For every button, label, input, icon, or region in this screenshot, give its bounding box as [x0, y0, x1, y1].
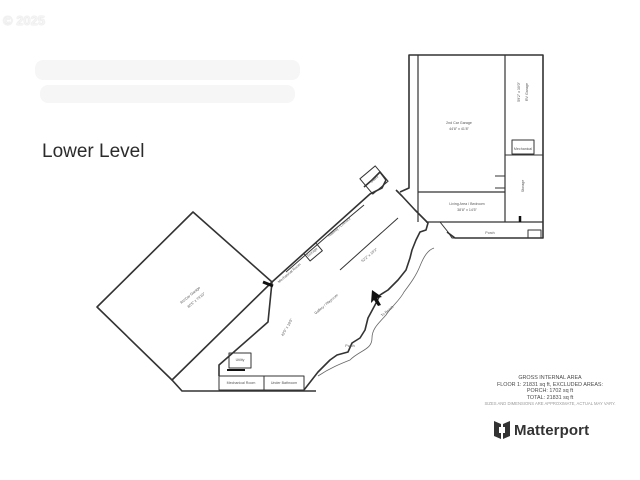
door-mark: [262, 280, 274, 288]
label-mechanical-low: Mechanical Room: [227, 381, 256, 385]
label-storage-mid: Storage: [306, 247, 318, 258]
area-disclaimer: SIZES AND DIMENSIONS ARE APPROXIMATE, AC…: [484, 401, 616, 407]
label-living-room: Living Area / Bedroom: [449, 202, 484, 206]
brand-name: Matterport: [514, 421, 590, 439]
label-utility: Utility: [236, 358, 245, 362]
label-garage-side: RV Garage: [525, 83, 529, 101]
label-gallery-length: 42'5" x 18'5": [280, 317, 294, 337]
gallery-centre-line: [339, 217, 399, 271]
copyright-watermark: © 2025: [3, 13, 46, 28]
matterport-logo-icon: [494, 421, 510, 439]
label-garage-main-dims: 44'8" x 41'8": [449, 127, 469, 131]
label-stairs: Stairs: [370, 175, 380, 184]
lower-wall: [171, 379, 316, 392]
area-porch: PORCH: 1702 sq ft: [526, 388, 574, 395]
porch-south-outline: [317, 247, 435, 377]
hallway-wall: [285, 204, 365, 273]
to-beach-arrow-icon: [371, 290, 382, 306]
label-garage-side-dims: 59'2" x 30'0": [517, 81, 521, 101]
storage-mid-room: [303, 242, 323, 262]
large-garage-room: [96, 211, 273, 381]
mechanical-upper-room: [511, 139, 535, 155]
porch-east-outline: [439, 221, 542, 239]
label-under-bathroom: Under Bathroom: [271, 381, 297, 385]
area-heading: GROSS INTERNAL AREA: [518, 375, 582, 381]
label-storage-side: Storage: [521, 180, 525, 193]
label-porch-south: Porch: [345, 344, 354, 348]
stair-notch: [495, 175, 506, 189]
gallery-east-wall: [303, 189, 429, 391]
gallery-west-wall: [218, 171, 387, 376]
label-hallway: Hallway / Corridor: [327, 216, 352, 238]
matterport-brand: Matterport: [494, 421, 589, 439]
utility-room: [228, 352, 252, 369]
area-summary: GROSS INTERNAL AREA FLOOR 1: 21831 sq ft…: [470, 375, 630, 408]
floor-level-title: Lower Level: [42, 141, 145, 162]
blurred-header-watermark: [35, 60, 300, 103]
label-gallery: Gallery / Playroom: [314, 293, 339, 315]
under-bathroom-room: [263, 375, 305, 391]
label-mechanical-upper: Mechanical: [514, 147, 532, 151]
area-total: TOTAL: 21831 sq ft: [526, 394, 574, 401]
label-living-room-dims: 38'8" x 14'5": [457, 208, 477, 212]
label-to-beach: To Beach: [380, 305, 394, 318]
label-porch-east: Porch: [485, 231, 494, 235]
stair-box: [359, 165, 389, 195]
area-floor1: FLOOR 1: 21831 sq ft, EXCLUDED AREAS:: [496, 381, 604, 388]
label-garage-main: 2nd Car Garage: [446, 121, 472, 125]
